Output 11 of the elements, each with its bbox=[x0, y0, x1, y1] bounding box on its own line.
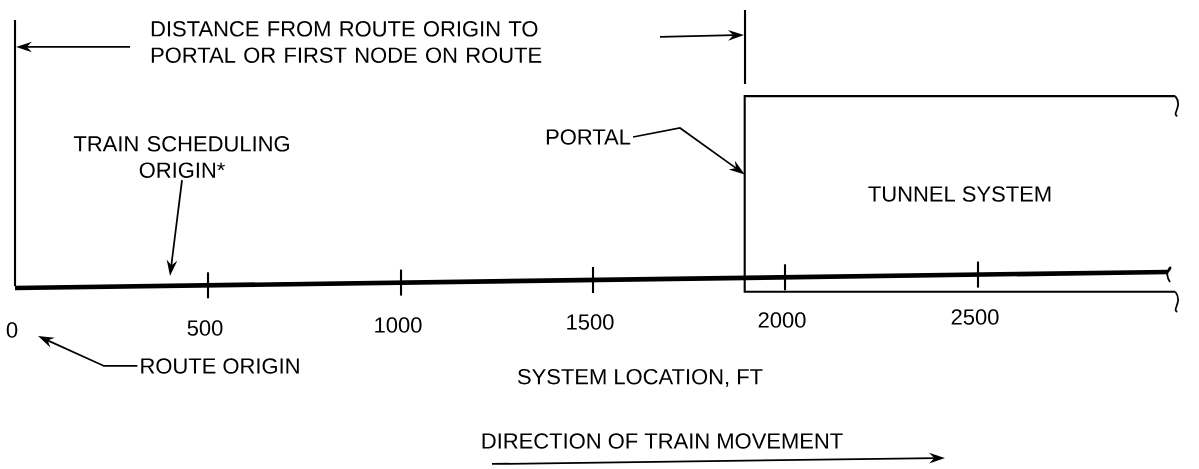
tick-label: 1500 bbox=[567, 314, 614, 330]
axis-title: SYSTEM LOCATION, FT bbox=[517, 368, 763, 388]
tick-label: 2000 bbox=[758, 312, 806, 328]
callout-text: PORTAL bbox=[546, 129, 631, 145]
tick-label: 1000 bbox=[375, 317, 422, 333]
dimension-text: DISTANCE FROM ROUTE ORIGIN TO PORTAL OR FIRST NODE ON ROUTE bbox=[151, 21, 542, 63]
tick-label: 500 bbox=[187, 320, 223, 336]
callout-text: TRAIN SCHEDULING ORIGIN* bbox=[73, 136, 289, 178]
callout-text: ROUTE ORIGIN bbox=[141, 358, 299, 374]
direction-text: DIRECTION OF TRAIN MOVEMENT bbox=[482, 433, 843, 449]
tick-label: 0 bbox=[6, 322, 18, 338]
